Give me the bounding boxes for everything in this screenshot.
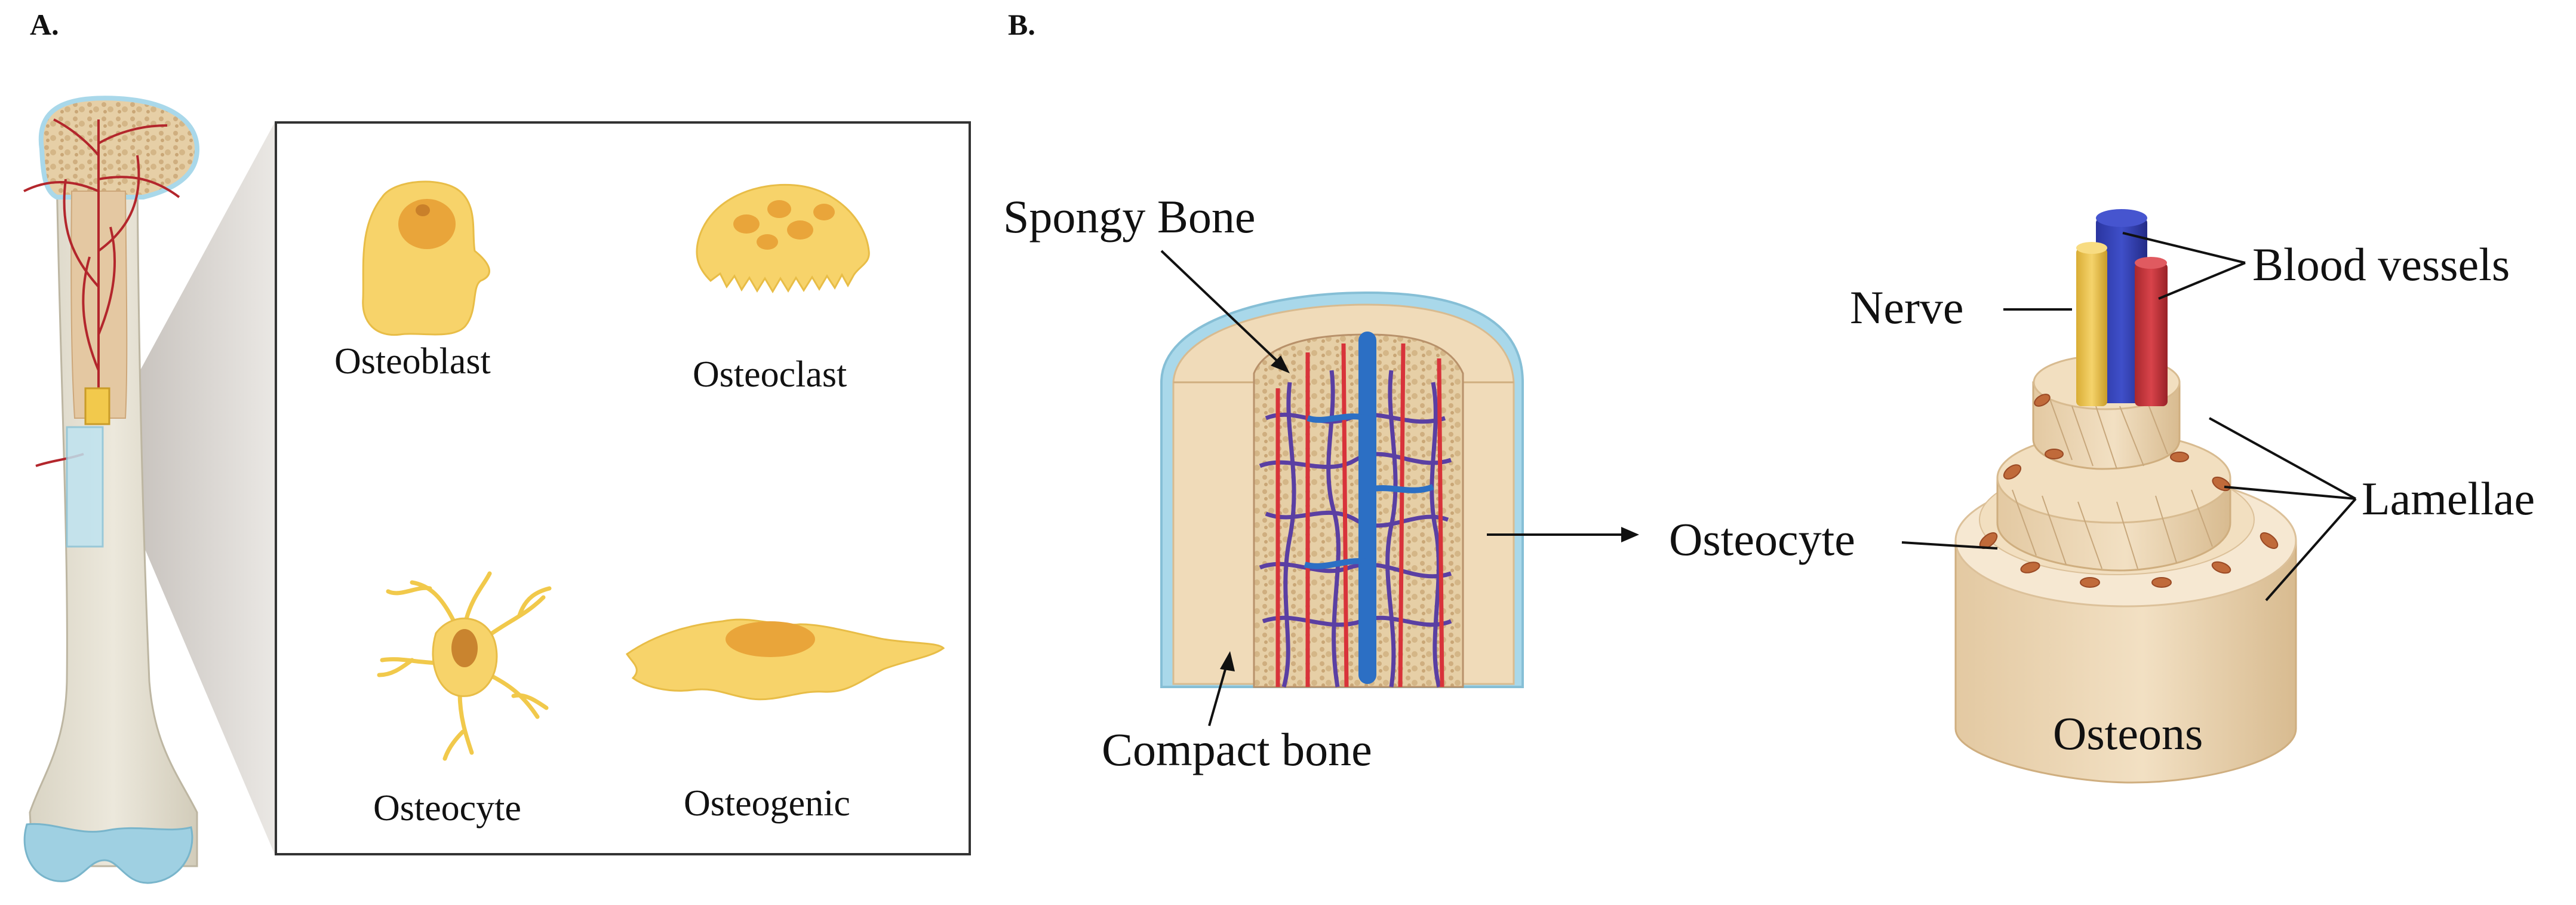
osteogenic-cell [625, 618, 945, 701]
osteoblast-cell [362, 180, 490, 336]
osteocyte-nucleus [451, 629, 478, 667]
osteoclast-label: Osteoclast [693, 354, 847, 395]
lamellae-label: Lamellae [2362, 473, 2535, 524]
compact-bone-leader [1208, 651, 1235, 726]
long-bone-illustration [23, 96, 275, 884]
osteocyte-cell [377, 571, 552, 761]
spongy-bone-label: Spongy Bone [1003, 191, 1256, 243]
bone-condyles [23, 823, 193, 884]
bone-section-cutout [66, 426, 104, 548]
panel-a-label: A. [30, 8, 59, 41]
osteon-leaders [1901, 232, 2357, 602]
zoom-wedge [104, 122, 275, 854]
nerve-label: Nerve [1850, 281, 1964, 333]
bone-head [38, 96, 200, 200]
bone-highlight-segment [84, 387, 110, 425]
osteocyte-cell-label: Osteocyte [373, 788, 521, 829]
osteon-illustration [1954, 209, 2297, 784]
osteoblast-nucleus [398, 199, 456, 249]
osteogenic-nucleus [726, 621, 815, 657]
section-to-osteon-arrow [1487, 527, 1639, 542]
compact-bone-label: Compact bone [1102, 723, 1372, 775]
osteons-label: Osteons [2053, 707, 2203, 759]
spongy-arteries [1275, 343, 1444, 688]
osteogenic-label: Osteogenic [684, 783, 850, 824]
osteoblast-label: Osteoblast [334, 341, 491, 382]
bone-vessels [23, 118, 180, 467]
blood-vessels-label: Blood vessels [2252, 238, 2510, 290]
osteocyte-label: Osteocyte [1669, 513, 1855, 565]
spongy-bone-leader [1160, 250, 1290, 373]
osteon-central-canal [2076, 209, 2168, 406]
panel-b-label: B. [1008, 8, 1035, 41]
osteoclast-cell [696, 183, 870, 293]
bone-section-illustration [1160, 291, 1524, 688]
